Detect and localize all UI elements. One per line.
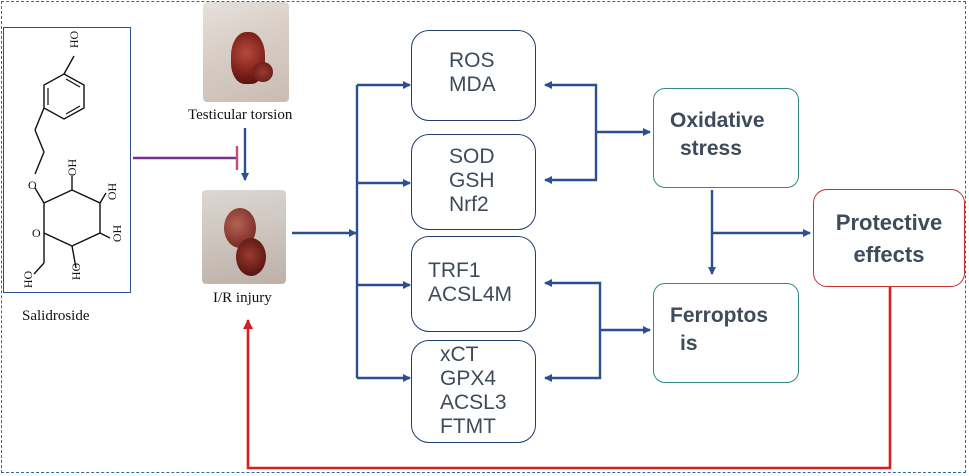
ir-injury-photo: [202, 190, 286, 284]
outcome-label: Oxidative: [670, 109, 765, 132]
marker-label: GPX4: [440, 367, 497, 390]
oxidative-stress-box: Oxidative stress: [653, 88, 799, 188]
marker-label: MDA: [449, 73, 496, 96]
marker-label: xCT: [440, 343, 479, 366]
marker-label: ACSL3: [440, 391, 507, 414]
outcome-label: Ferroptos: [670, 304, 769, 327]
marker-label: SOD: [449, 145, 495, 168]
testicular-torsion-photo: [203, 2, 289, 102]
ferroptosis-box: Ferroptos is: [653, 283, 799, 383]
salidroside-structure-box: HO O OH OH OH O HO HO: [3, 27, 131, 293]
outcome-label: is: [680, 332, 698, 355]
testicular-torsion-label: Testicular torsion: [188, 107, 293, 123]
marker-label: Nrf2: [449, 193, 489, 216]
marker-box-sod-gsh-nrf2: SOD GSH Nrf2: [411, 134, 536, 230]
bracket-ferro-bottom: [544, 330, 602, 382]
bracket-mid: [544, 132, 598, 184]
outcome-label: stress: [680, 137, 742, 160]
marker-box-ros-mda: ROS MDA: [411, 30, 536, 121]
marker-box-trf1-acsl4: TRF1 ACSL4M: [411, 236, 536, 332]
bracket-top: [544, 81, 598, 132]
protective-effects-box: Protective effects: [813, 189, 965, 287]
ir-injury-label: I/R injury: [213, 290, 272, 306]
marker-label: GSH: [449, 169, 495, 192]
outcome-label: Protective: [835, 210, 943, 235]
marker-label: ACSL4M: [428, 283, 513, 306]
bracket-ferro-top: [544, 279, 602, 330]
marker-label: FTMT: [440, 415, 496, 438]
salidroside-structure-drawing: [33, 55, 111, 275]
marker-box-xct-gpx4-acsl3-ftmt: xCT GPX4 ACSL3 FTMT: [411, 340, 536, 443]
outcome-label: effects: [853, 242, 925, 267]
feedback-arrow: [243, 287, 892, 470]
salidroside-label: Salidroside: [22, 308, 90, 324]
marker-label: ROS: [449, 49, 495, 72]
structure-label-ring-o: O: [32, 226, 41, 240]
structure-label-o-link: O: [28, 178, 37, 192]
marker-label: TRF1: [428, 259, 481, 282]
